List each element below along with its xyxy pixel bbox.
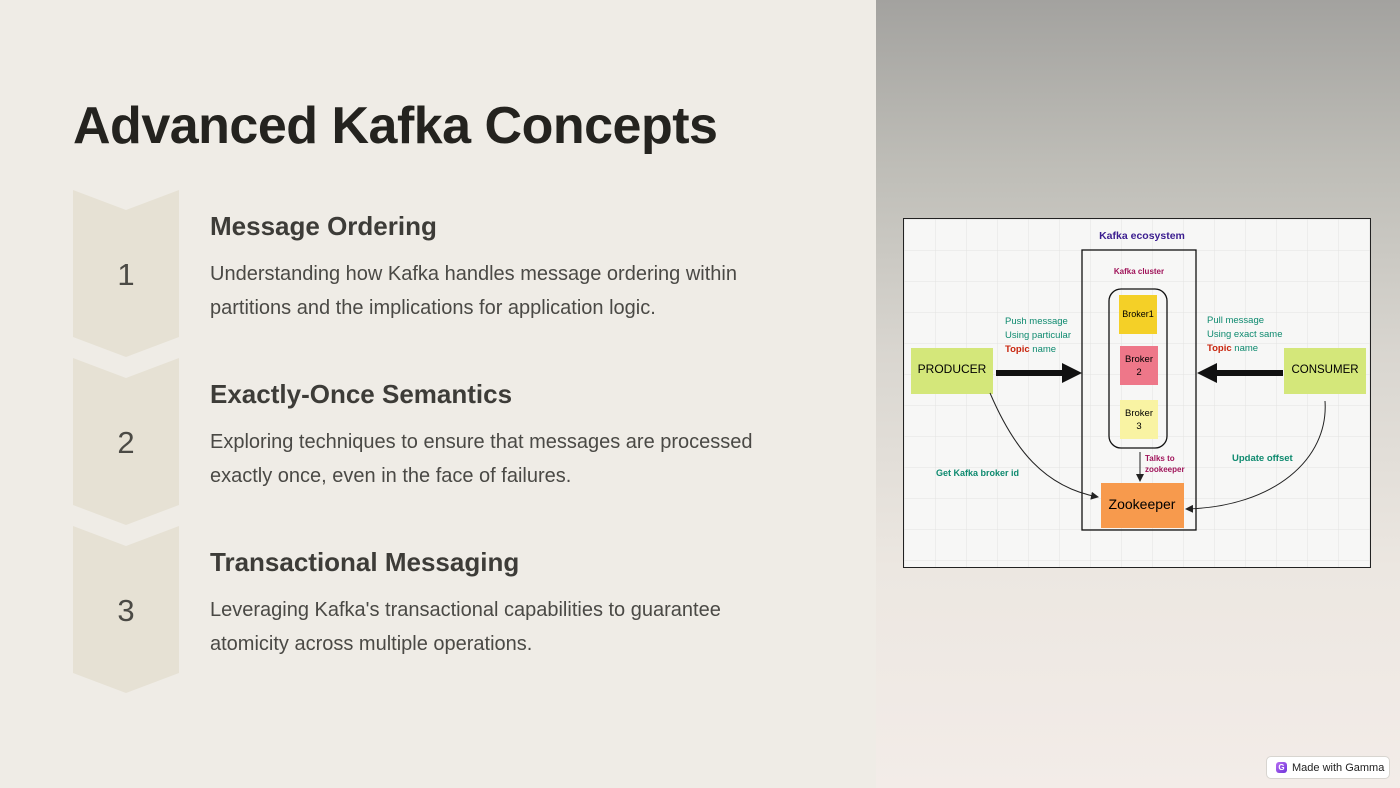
cluster-label: Kafka cluster xyxy=(1114,267,1164,276)
pull-text-line3: Topic name xyxy=(1207,343,1258,354)
step-3-number: 3 xyxy=(117,593,135,628)
cluster-box xyxy=(1108,288,1168,449)
step-2-title: Exactly-Once Semantics xyxy=(210,379,513,409)
step-1-description: Understanding how Kafka handles message … xyxy=(210,263,737,319)
talks-text-line2: zookeeper xyxy=(1145,465,1185,474)
diagram-canvas: Kafka ecosystem Kafka cluster Broker1 Br… xyxy=(904,219,1370,567)
broker-1-note xyxy=(1119,295,1157,334)
pull-arrow-icon xyxy=(1197,363,1283,383)
step-3-description: Leveraging Kafka's transactional capabil… xyxy=(210,599,721,655)
step-1-number: 1 xyxy=(117,257,135,292)
step-3-title: Transactional Messaging xyxy=(210,547,520,577)
zookeeper-label: Zookeeper xyxy=(1109,496,1176,512)
talks-text-line1: Talks to xyxy=(1145,454,1175,463)
pull-text-line2: Using exact same xyxy=(1207,329,1283,340)
step-2-number: 2 xyxy=(117,425,135,460)
broker-2-label-line1: Broker xyxy=(1125,354,1153,365)
broker-1-label: Broker1 xyxy=(1122,309,1154,319)
broker-2-note xyxy=(1120,346,1158,385)
zookeeper-note xyxy=(1101,483,1184,528)
broker-3-label-line1: Broker xyxy=(1125,408,1153,419)
get-broker-label: Get Kafka broker id xyxy=(936,468,1019,478)
push-text-line3: Topic name xyxy=(1005,344,1056,355)
page-title: Advanced Kafka Concepts xyxy=(73,97,718,155)
producer-note xyxy=(911,348,993,394)
ecosystem-label: Kafka ecosystem xyxy=(1099,230,1185,242)
update-offset-curve xyxy=(1185,400,1326,513)
push-text-line2: Using particular xyxy=(1005,330,1071,341)
push-name: name xyxy=(1030,344,1056,355)
ecosystem-box xyxy=(1081,249,1197,531)
pull-text-line1: Pull message xyxy=(1207,315,1264,326)
step-3-chevron xyxy=(73,526,179,693)
broker-2-label-line2: 2 xyxy=(1136,367,1141,378)
pull-name: name xyxy=(1232,343,1258,354)
step-1-title: Message Ordering xyxy=(210,211,437,241)
step-1-chevron xyxy=(73,190,179,357)
producer-label: PRODUCER xyxy=(918,362,987,376)
step-2-chevron xyxy=(73,358,179,525)
push-text-line1: Push message xyxy=(1005,316,1068,327)
push-arrow-icon xyxy=(996,363,1082,383)
push-topic: Topic xyxy=(1005,344,1030,355)
pull-topic: Topic xyxy=(1207,343,1232,354)
broker-3-label-line2: 3 xyxy=(1136,421,1141,432)
badge-label: Made with Gamma xyxy=(1292,761,1385,774)
made-with-gamma-badge[interactable]: G Made with Gamma xyxy=(1266,756,1390,779)
gamma-logo-icon: G xyxy=(1276,762,1287,773)
broker-3-note xyxy=(1120,400,1158,439)
kafka-ecosystem-diagram: Kafka ecosystem Kafka cluster Broker1 Br… xyxy=(903,218,1371,568)
consumer-label: CONSUMER xyxy=(1291,364,1358,376)
consumer-note xyxy=(1284,348,1366,394)
get-broker-curve xyxy=(989,392,1099,500)
step-2-description: Exploring techniques to ensure that mess… xyxy=(210,431,753,487)
update-offset-label: Update offset xyxy=(1232,453,1294,464)
